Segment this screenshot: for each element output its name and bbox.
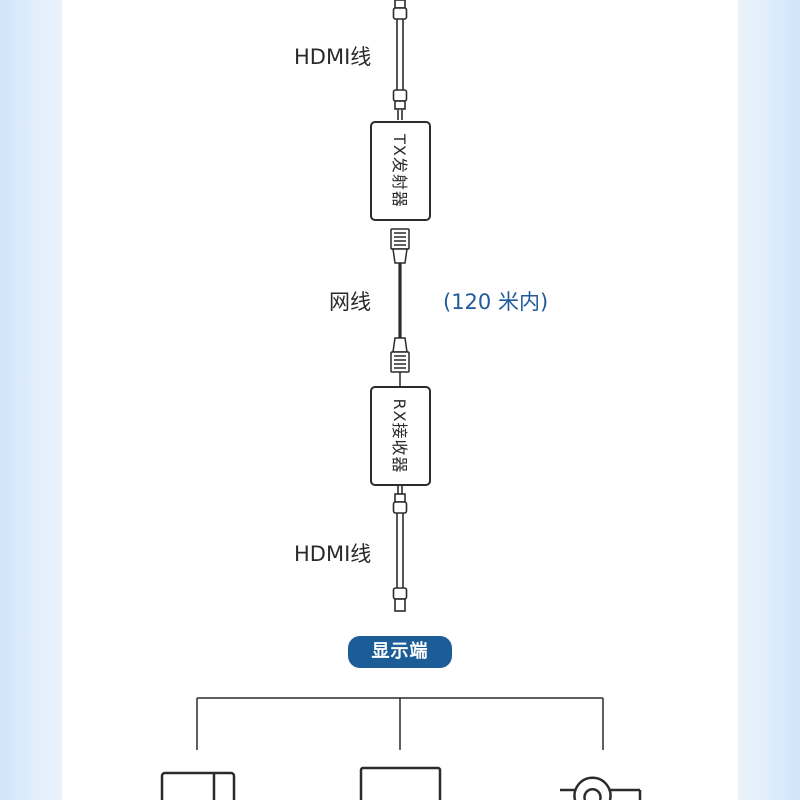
display-end-badge: 显示端 bbox=[348, 636, 452, 668]
output-tree bbox=[196, 697, 604, 750]
hdmi-cable-label-bottom: HDMI线 bbox=[294, 542, 372, 566]
hdmi-cable-top bbox=[392, 0, 408, 120]
projector-icon bbox=[560, 776, 642, 800]
hdmi-cable-bottom bbox=[392, 486, 408, 612]
tx-transmitter-box: TX发射器 bbox=[370, 121, 431, 221]
hdmi-cable-label-top: HDMI线 bbox=[294, 45, 372, 69]
rx-receiver-box: RX接收器 bbox=[370, 386, 431, 486]
monitor-pc-icon bbox=[160, 771, 236, 800]
distance-note: (120 米内) bbox=[443, 290, 549, 314]
network-cable bbox=[390, 228, 410, 386]
network-cable-label: 网线 bbox=[329, 290, 371, 314]
monitor-icon bbox=[359, 766, 442, 800]
tx-transmitter-label: TX发射器 bbox=[389, 134, 409, 208]
rx-receiver-label: RX接收器 bbox=[389, 398, 409, 474]
